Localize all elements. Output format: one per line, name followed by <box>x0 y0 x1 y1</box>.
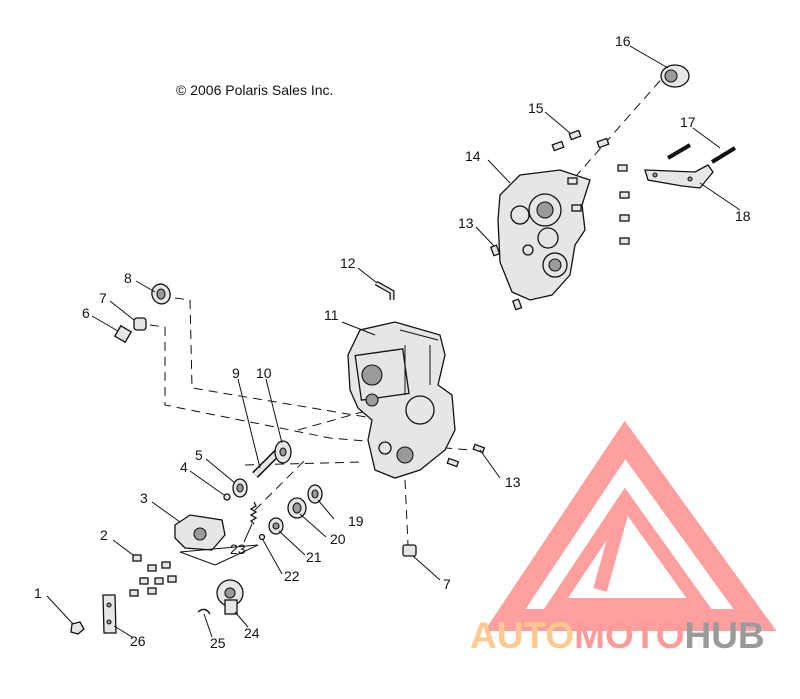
callout-23: 23 <box>230 541 246 557</box>
part-16-seal <box>660 64 690 88</box>
part-24-actuator <box>216 579 244 615</box>
callout-25: 25 <box>210 635 226 651</box>
callout-7-bottom: 7 <box>443 576 451 592</box>
callout-3: 3 <box>140 490 148 506</box>
leader-lines <box>46 45 741 638</box>
part-18-bracket <box>644 164 714 189</box>
part-25-clip <box>197 608 211 615</box>
part-20-bearing <box>287 497 307 519</box>
callout-8: 8 <box>124 270 132 286</box>
callout-24: 24 <box>244 625 260 641</box>
callout-6: 6 <box>82 305 90 321</box>
callout-20: 20 <box>330 531 346 547</box>
part-21-bearing <box>268 517 284 535</box>
callout-2: 2 <box>100 527 108 543</box>
part-1-nut <box>70 621 85 635</box>
callout-26: 26 <box>130 633 146 649</box>
callout-19: 19 <box>348 513 364 529</box>
part-2-bolts <box>129 554 177 597</box>
part-17-long-bolts <box>666 143 737 164</box>
part-26-link <box>102 594 117 634</box>
watermark-auto: AUTO <box>470 615 575 656</box>
callout-17: 17 <box>680 114 696 130</box>
callout-11: 11 <box>324 307 339 323</box>
callout-7: 7 <box>99 290 107 306</box>
watermark-text: AUTOMOTOHUB <box>470 615 765 657</box>
callout-13-bottom: 13 <box>505 474 521 490</box>
callout-10: 10 <box>256 365 272 381</box>
part-4-ring <box>223 493 231 501</box>
part-15-bolts <box>551 129 630 245</box>
callout-5: 5 <box>195 447 203 463</box>
part-12-fitting <box>374 280 395 300</box>
callout-15: 15 <box>528 100 544 116</box>
copyright-text: © 2006 Polaris Sales Inc. <box>176 82 334 98</box>
part-7-plug <box>133 317 417 557</box>
callout-12: 12 <box>340 255 356 271</box>
part-8-seal <box>151 283 171 305</box>
part-19-gear <box>307 484 323 504</box>
part-23-spring <box>249 501 258 525</box>
part-11-housing <box>347 321 456 479</box>
callout-21: 21 <box>306 549 322 565</box>
part-3-cover <box>174 514 259 566</box>
callout-14: 14 <box>465 148 481 164</box>
callout-18: 18 <box>735 208 751 224</box>
callout-9: 9 <box>232 365 240 381</box>
callout-numbers: 1 2 3 4 5 6 7 8 9 10 11 12 13 14 15 16 1… <box>34 33 751 651</box>
callout-1: 1 <box>34 585 42 601</box>
part-22-ball <box>258 533 266 541</box>
callout-13-top: 13 <box>458 215 474 231</box>
callout-16: 16 <box>615 33 631 49</box>
watermark-moto: MOTO <box>574 615 685 656</box>
callout-4: 4 <box>180 459 188 475</box>
part-14-cover <box>497 169 591 301</box>
part-6-filter <box>113 324 133 344</box>
watermark-hub: HUB <box>684 615 765 656</box>
part-10-gear <box>274 440 292 464</box>
callout-22: 22 <box>284 568 300 584</box>
part-13-dowels <box>446 244 523 468</box>
part-5-washer <box>232 478 248 498</box>
watermark-logo-icon <box>484 420 777 631</box>
